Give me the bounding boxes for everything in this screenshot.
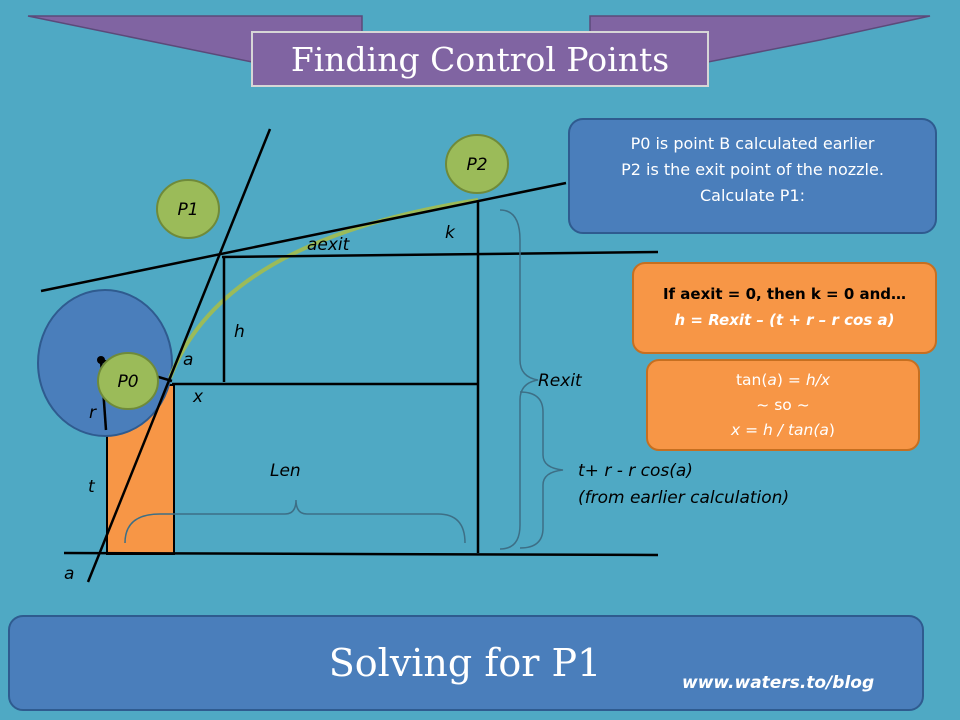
label-rexit: Rexit bbox=[538, 371, 583, 391]
formula-box: If aexit = 0, then k = 0 and… h = Rexit … bbox=[633, 263, 936, 353]
point-p0: P0 bbox=[97, 352, 159, 410]
circle-center-dot bbox=[97, 356, 105, 364]
baseline bbox=[63, 551, 659, 557]
svg-text:P0: P0 bbox=[117, 372, 138, 392]
note-box: P0 is point B calculated earlier P2 is t… bbox=[569, 119, 936, 233]
label-t: t bbox=[88, 477, 96, 497]
note-box-bg bbox=[568, 118, 937, 234]
len-brace bbox=[124, 499, 466, 544]
horizontal-top-line bbox=[221, 250, 659, 259]
rexit-brace bbox=[499, 209, 539, 550]
braces bbox=[124, 209, 564, 550]
label-a-upper: a bbox=[183, 350, 193, 370]
footer-url[interactable]: www.waters.to/blog bbox=[682, 673, 875, 693]
label-r: r bbox=[89, 403, 97, 423]
title-ribbon: Finding Control Points bbox=[27, 15, 931, 87]
label-x: x bbox=[192, 387, 204, 407]
tan-line-3: x = h / tan(a) bbox=[731, 421, 835, 439]
trcos-brace bbox=[519, 391, 564, 549]
footer-subtitle: Solving for P1 bbox=[329, 641, 602, 685]
label-len: Len bbox=[270, 461, 301, 481]
note-line-2: P2 is the exit point of the nozzle. bbox=[621, 160, 884, 179]
tan-box: tan(a) = h/x ~ so ~ x = h / tan(a) bbox=[647, 360, 919, 450]
svg-text:P2: P2 bbox=[466, 155, 487, 175]
label-k: k bbox=[445, 223, 456, 243]
note-line-3: Calculate P1: bbox=[699, 186, 806, 205]
formula-box-bg bbox=[632, 262, 937, 354]
note-line-1: P0 is point B calculated earlier bbox=[630, 134, 875, 153]
label-h: h bbox=[234, 322, 245, 342]
point-p2: P2 bbox=[445, 134, 509, 194]
label-aexit: aexit bbox=[307, 235, 351, 255]
bezier-curve bbox=[168, 198, 479, 379]
label-earlier: (from earlier calculation) bbox=[578, 488, 789, 508]
tan-line-2: ~ so ~ bbox=[756, 396, 810, 414]
exit-slope-line bbox=[40, 181, 567, 293]
footer-bar bbox=[8, 615, 924, 711]
formula-line-1: If aexit = 0, then k = 0 and… bbox=[662, 285, 907, 303]
page-title: Finding Control Points bbox=[291, 40, 669, 79]
tan-box-bg bbox=[646, 359, 920, 451]
formula-line-2: h = Rexit – (t + r – r cos a) bbox=[674, 311, 895, 329]
tan-line-1: tan(a) = h/x bbox=[735, 371, 831, 389]
entry-slope-line bbox=[86, 128, 272, 583]
label-a-lower: a bbox=[64, 564, 74, 584]
point-p1: P1 bbox=[156, 179, 220, 239]
label-trcos: t+ r - r cos(a) bbox=[578, 461, 693, 481]
construction-lines bbox=[40, 128, 659, 583]
svg-text:P1: P1 bbox=[177, 200, 198, 220]
